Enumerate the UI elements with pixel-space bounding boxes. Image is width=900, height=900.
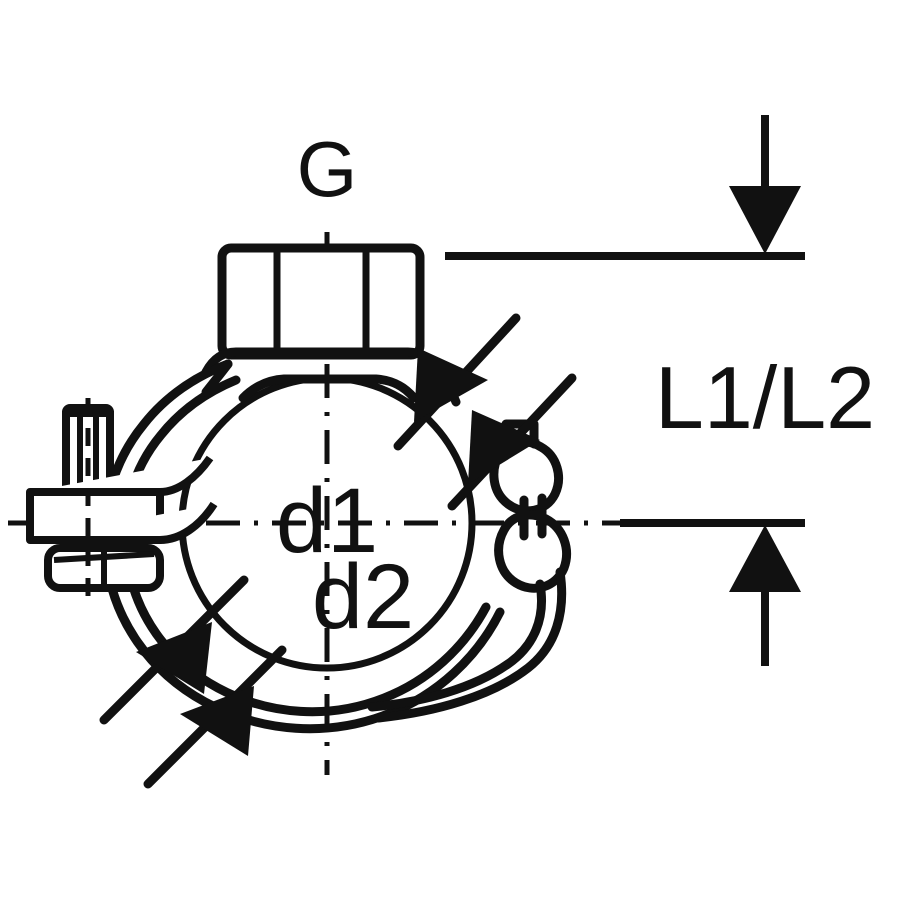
left-tab-plate-upper <box>30 455 214 496</box>
clamp-shoulder-inner <box>238 374 419 403</box>
closure-tail-outer <box>373 567 567 723</box>
dimension-arrow-up <box>729 525 801 592</box>
arrowhead-upper-inner <box>468 410 540 484</box>
label-inner-diameter-d1: d1 <box>276 470 378 572</box>
right-closure-loop <box>367 419 572 723</box>
hex-nut-collar <box>201 347 444 377</box>
left-tab-plate <box>26 455 218 544</box>
arrowhead-lower-outer <box>136 622 212 694</box>
closure-tail-inner <box>367 579 546 712</box>
closure-lower-eye <box>494 510 572 593</box>
label-outer-diameter-d2: d2 <box>312 546 414 648</box>
hex-nut-collar-outline <box>201 347 444 377</box>
dimension-l1-l2 <box>445 115 805 666</box>
arrowhead-upper-outer <box>414 348 488 422</box>
label-length-l1-l2: L1/L2 <box>655 348 875 447</box>
arrowhead-lower-inner <box>180 686 254 756</box>
left-tab-plate-lower <box>30 501 218 544</box>
label-thread-size-g: G <box>297 125 358 213</box>
left-bolt-nut-detail <box>53 550 155 586</box>
hex-nut <box>217 243 425 360</box>
hex-nut-body <box>217 243 425 360</box>
clamp-shoulder-left <box>201 359 233 397</box>
left-bolt-nut-chamfer <box>53 551 155 563</box>
dimension-arrow-down <box>729 186 801 254</box>
hex-nut-facets <box>273 252 370 352</box>
leader-arrowheads <box>136 348 540 756</box>
